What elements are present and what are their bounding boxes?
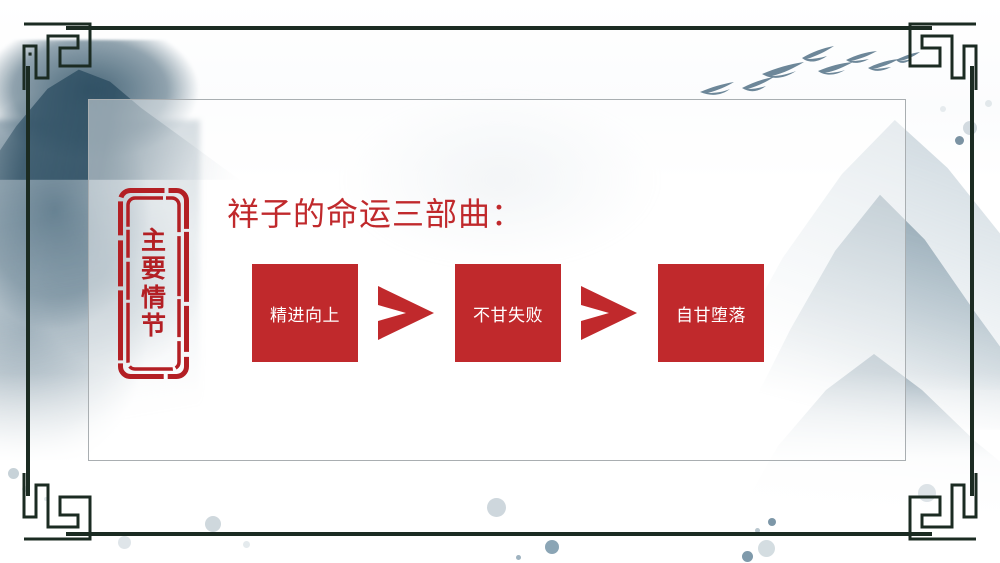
decor-dot: [940, 106, 946, 112]
frame-line-bottom: [66, 532, 932, 536]
decor-dot: [755, 528, 760, 533]
decor-dot: [243, 541, 250, 548]
decor-dot: [758, 540, 775, 557]
decor-dot: [516, 555, 521, 560]
decor-dot: [985, 100, 992, 107]
decor-dot: [44, 497, 48, 501]
plot-flow-diagram: 精进向上 不甘失败 自甘堕落: [252, 264, 764, 362]
decor-dot: [118, 536, 131, 549]
frame-line-top: [66, 26, 932, 30]
decor-dot: [8, 468, 19, 479]
flying-birds-icon: [690, 30, 920, 110]
seal-char: 要: [140, 254, 166, 283]
decor-dot: [742, 551, 753, 562]
decor-dot: [205, 516, 221, 532]
seal-char: 主: [140, 225, 166, 255]
chinese-meander-corner-icon-bottom-right: [908, 471, 978, 541]
chinese-meander-corner-icon-top-left: [22, 22, 92, 92]
chevron-right-icon: [358, 264, 455, 362]
chinese-meander-corner-icon-top-right: [908, 22, 978, 92]
decor-dot: [487, 498, 506, 517]
flow-step-box: 精进向上: [252, 264, 358, 362]
frame-line-right: [970, 66, 974, 496]
flow-step-box: 不甘失败: [455, 264, 561, 362]
seal-char: 情: [140, 282, 166, 312]
seal-text: 主 要 情 节: [117, 187, 190, 380]
chevron-right-icon: [561, 264, 658, 362]
frame-line-left: [26, 66, 30, 496]
decor-dot: [545, 540, 559, 554]
decor-dot: [955, 136, 964, 145]
decor-dot: [768, 518, 776, 526]
page-title: 祥子的命运三部曲：: [227, 195, 525, 233]
main-plot-seal: 主 要 情 节: [117, 187, 190, 380]
seal-char: 节: [140, 311, 166, 340]
chinese-meander-corner-icon-bottom-left: [22, 471, 92, 541]
flow-step-box: 自甘堕落: [658, 264, 764, 362]
